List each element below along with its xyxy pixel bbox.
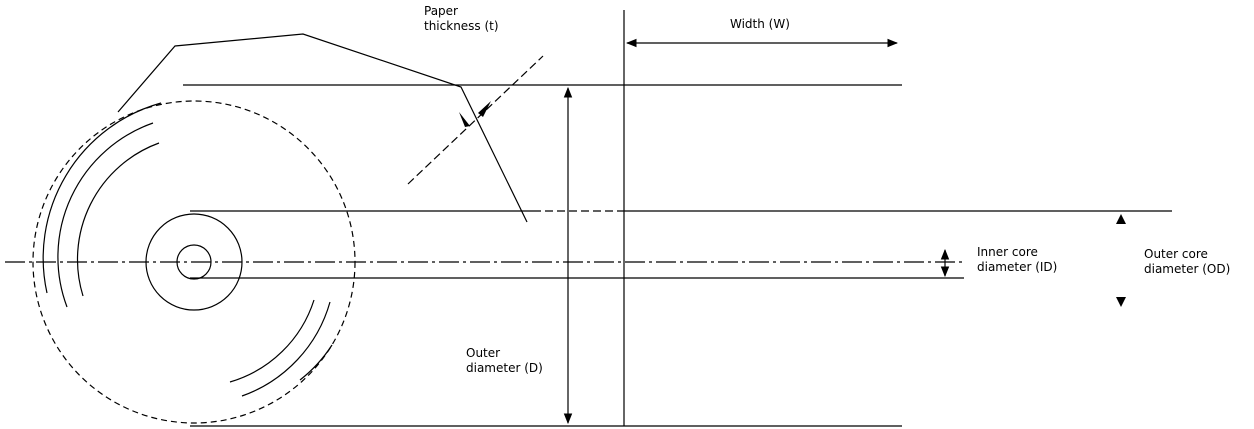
thickness-indicator-line xyxy=(407,55,544,185)
paper-thickness-label: Paper thickness (t) xyxy=(424,4,499,33)
winding-arc xyxy=(76,142,160,297)
outer-diameter-label: Outer diameter (D) xyxy=(466,346,543,375)
outer-core-arrow-bottom xyxy=(1116,297,1126,307)
outer-core-arrow-top xyxy=(1116,214,1126,224)
winding-arc xyxy=(299,344,333,381)
width-label: Width (W) xyxy=(730,17,790,31)
thickness-arrow-lower xyxy=(459,112,470,127)
winding-arc xyxy=(241,301,331,397)
winding-arc xyxy=(57,122,154,308)
outer-core-diameter-label: Outer core diameter (OD) xyxy=(1144,247,1231,276)
winding-arc xyxy=(229,299,315,383)
paper-web-outline xyxy=(117,33,528,223)
winding-arc xyxy=(42,102,162,294)
inner-core-diameter-label: Inner core diameter (ID) xyxy=(977,245,1058,274)
thickness-arrow-upper xyxy=(478,101,491,117)
